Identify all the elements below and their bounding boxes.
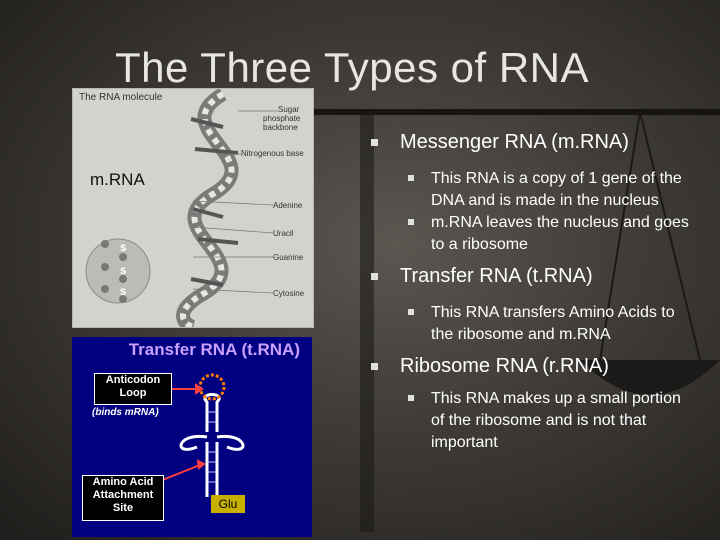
label-backbone: backbone xyxy=(263,123,298,132)
trna-diagram: Transfer RNA (t.RNA) Anticodon Loop (bin… xyxy=(72,337,312,537)
bullet-square-icon xyxy=(408,309,414,315)
label-uracil: Uracil xyxy=(273,229,294,238)
bullet-point: This RNA transfers Amino Acids to the ri… xyxy=(368,302,698,346)
label-sugar: Sugar xyxy=(278,105,300,114)
bullet-square-icon xyxy=(408,219,414,225)
bullet-square-icon xyxy=(408,175,414,181)
bullet-heading-trna: Transfer RNA (t.RNA) xyxy=(368,264,698,288)
bullet-heading-rrna: Ribosome RNA (r.RNA) xyxy=(368,354,698,378)
rna-molecule-diagram: S S S The RNA molecule Sugar phosphate bac… xyxy=(72,88,314,328)
slide-title: The Three Types of RNA xyxy=(115,44,590,91)
bullet-point: This RNA makes up a small portion of the… xyxy=(368,388,698,454)
svg-text:S: S xyxy=(120,267,126,277)
label-phosphate: phosphate xyxy=(263,114,301,123)
label-cytosine: Cytosine xyxy=(273,289,305,298)
bullet-square-icon xyxy=(408,395,414,401)
label-adenine: Adenine xyxy=(273,201,303,210)
label-nitrogenous-base: Nitrogenous base xyxy=(241,149,304,158)
label-guanine: Guanine xyxy=(273,253,304,262)
rna-helix-illustration: S S S xyxy=(85,89,278,327)
attachment-site-label: Amino Acid Attachment Site xyxy=(82,475,164,521)
anticodon-loop-label: Anticodon Loop xyxy=(94,373,172,405)
bullet-square-icon xyxy=(371,363,378,370)
trna-diagram-title: Transfer RNA (t.RNA) xyxy=(128,340,300,359)
glu-amino-acid: Glu xyxy=(211,495,245,513)
bullet-point: m.RNA leaves the nucleus and goes to a r… xyxy=(368,212,698,256)
mrna-overlay-label: m.RNA xyxy=(90,170,145,189)
bullet-square-icon xyxy=(371,273,378,280)
bullet-heading-mrna: Messenger RNA (m.RNA) xyxy=(368,130,698,154)
binds-mrna-note: (binds mRNA) xyxy=(92,407,159,418)
svg-text:S: S xyxy=(120,244,126,254)
bullet-point: This RNA is a copy of 1 gene of the DNA … xyxy=(368,168,698,212)
bullet-square-icon xyxy=(371,139,378,146)
rna-caption: The RNA molecule xyxy=(79,92,163,103)
bullet-list: Messenger RNA (m.RNA) This RNA is a copy… xyxy=(368,130,698,454)
svg-text:S: S xyxy=(120,288,126,298)
